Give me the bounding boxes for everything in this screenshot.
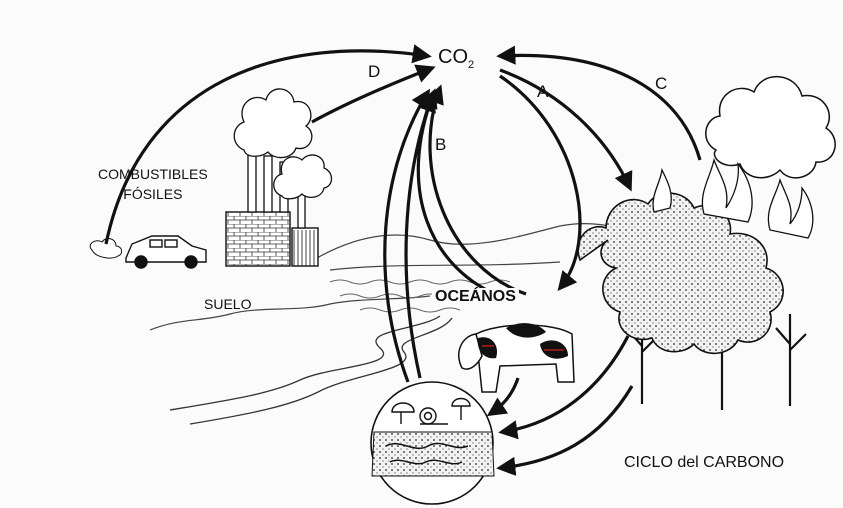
soil-label: SUELO bbox=[204, 296, 251, 312]
car bbox=[126, 236, 206, 268]
arrow-label-a: A bbox=[537, 82, 548, 102]
arrow-c-forest-to-co2 bbox=[500, 55, 700, 160]
arrow-a-co2-to-forest bbox=[500, 70, 630, 188]
forest bbox=[578, 77, 835, 410]
arrow-b-ocean-to-co2 bbox=[430, 88, 526, 294]
arrow-label-b: B bbox=[435, 135, 446, 155]
co2-label: CO2 bbox=[438, 46, 474, 71]
fossil-fuels-line-2: FÓSILES bbox=[98, 184, 208, 204]
fossil-fuels-line-1: COMBUSTIBLES bbox=[98, 164, 208, 184]
arrow-label-c: C bbox=[655, 74, 667, 94]
soil-inset bbox=[371, 382, 494, 504]
diagram-caption: CICLO del CARBONO bbox=[624, 454, 784, 472]
fossil-fuels-label: COMBUSTIBLES FÓSILES bbox=[98, 164, 208, 204]
ocean-label: OCEÁNOS bbox=[432, 288, 519, 306]
arrow-label-d: D bbox=[368, 62, 380, 82]
